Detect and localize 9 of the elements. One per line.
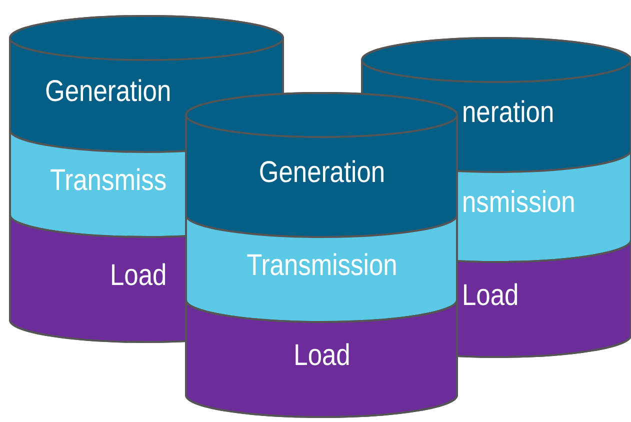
layer-label: nsmission (462, 188, 576, 218)
layer-label: Load (293, 340, 350, 370)
layer-label: neration (462, 98, 554, 128)
layer-label: Generation (45, 77, 172, 107)
layer-label: Generation (258, 158, 385, 188)
layer-label: Load (462, 280, 519, 310)
layer-label: Load (110, 260, 167, 290)
layer-label: Transmission (246, 250, 397, 280)
layer-label: Transmiss (50, 166, 167, 196)
